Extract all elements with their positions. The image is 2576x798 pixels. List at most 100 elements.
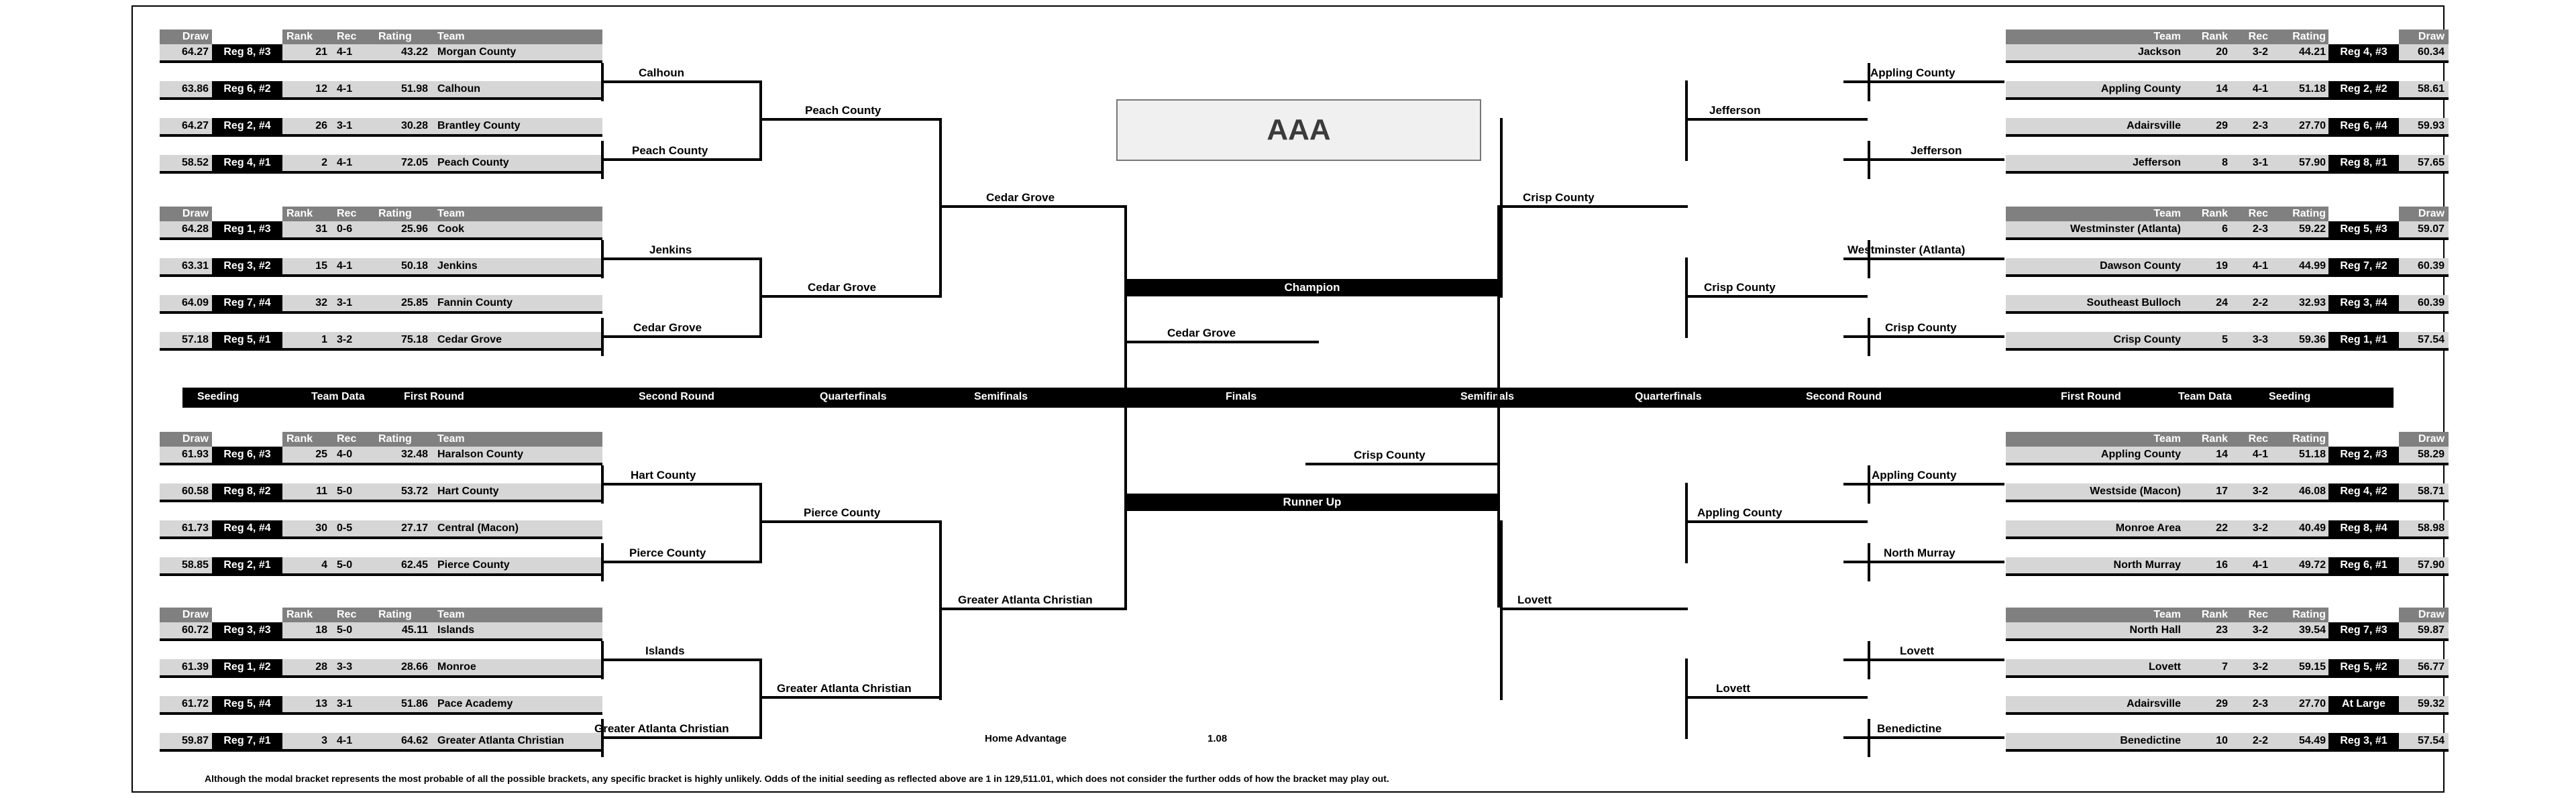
table-row[interactable]: 59.87 Reg 7, #1 3 4-1 64.62 Greater Atla…	[160, 733, 602, 752]
advance-label: Lovett	[1517, 593, 1552, 606]
advance-label: Crisp County	[1704, 281, 1776, 294]
cell-seed: Reg 2, #4	[212, 118, 282, 134]
table-row[interactable]: 61.39 Reg 1, #2 28 3-3 28.66 Monroe	[160, 659, 602, 678]
cell-draw: 57.54	[2417, 735, 2445, 746]
cell-seed: Reg 3, #4	[2328, 295, 2399, 311]
cell-rank: 24	[2216, 297, 2228, 308]
cell-team: Hart County	[437, 486, 499, 497]
table-row[interactable]: 61.72 Reg 5, #4 13 3-1 51.86 Pace Academ…	[160, 696, 602, 715]
col-rec: Rec	[337, 609, 357, 620]
table-row[interactable]: Benedictine 10 2-2 54.49 Reg 3, #1 57.54	[2006, 733, 2449, 752]
table-row[interactable]: 64.28 Reg 1, #3 31 0-6 25.96 Cook	[160, 221, 602, 240]
row-gap	[160, 100, 602, 118]
table-row[interactable]: Dawson County 19 4-1 44.99 Reg 7, #2 60.…	[2006, 258, 2449, 277]
cell-rank: 31	[315, 223, 327, 235]
table-row[interactable]: 58.85 Reg 2, #1 4 5-0 62.45 Pierce Count…	[160, 557, 602, 576]
advance-label: Greater Atlanta Christian	[594, 722, 729, 735]
bracket-connector	[1843, 258, 2004, 260]
cell-draw: 58.61	[2417, 83, 2445, 95]
cell-team: Monroe Area	[2115, 522, 2181, 534]
round-labels-bar: Seeding Team Data First Round Second Rou…	[182, 388, 2394, 408]
table-row[interactable]: Appling County 14 4-1 51.18 Reg 2, #3 58…	[2006, 447, 2449, 465]
cell-seed: Reg 2, #1	[212, 557, 282, 573]
table-row[interactable]: Jefferson 8 3-1 57.90 Reg 8, #1 57.65	[2006, 155, 2449, 174]
table-row[interactable]: Adairsville 29 2-3 27.70 Reg 6, #4 59.93	[2006, 118, 2449, 137]
table-row[interactable]: Westside (Macon) 17 3-2 46.08 Reg 4, #2 …	[2006, 483, 2449, 502]
cell-rating: 54.49	[2298, 735, 2326, 746]
cell-rating: 32.93	[2298, 297, 2326, 308]
table-row[interactable]: 63.86 Reg 6, #2 12 4-1 51.98 Calhoun	[160, 81, 602, 100]
cell-team: Central (Macon)	[437, 522, 519, 534]
table-header: Draw Rank Rec Rating Team	[160, 608, 602, 622]
table-row[interactable]: 61.73 Reg 4, #4 30 0-5 27.17 Central (Ma…	[160, 520, 602, 539]
cell-rec: 3-2	[337, 334, 353, 345]
table-row[interactable]: 60.58 Reg 8, #2 11 5-0 53.72 Hart County	[160, 483, 602, 502]
bracket-connector	[759, 659, 762, 739]
col-rank: Rank	[2201, 208, 2228, 219]
table-row[interactable]: Monroe Area 22 3-2 40.49 Reg 8, #4 58.98	[2006, 520, 2449, 539]
advance-label: Peach County	[805, 104, 881, 117]
table-row[interactable]: 63.31 Reg 3, #2 15 4-1 50.18 Jenkins	[160, 258, 602, 277]
table-row[interactable]: North Hall 23 3-2 39.54 Reg 7, #3 59.87	[2006, 622, 2449, 641]
cell-team: Southeast Bulloch	[2086, 297, 2181, 308]
table-row[interactable]: 57.18 Reg 5, #1 1 3-2 75.18 Cedar Grove	[160, 332, 602, 351]
cell-team: Adairsville	[2127, 698, 2181, 709]
table-row[interactable]: 64.09 Reg 7, #4 32 3-1 25.85 Fannin Coun…	[160, 295, 602, 314]
cell-rank: 14	[2216, 83, 2228, 95]
row-gap	[160, 641, 602, 659]
advance-label: Greater Atlanta Christian	[777, 682, 912, 695]
cell-rank: 22	[2216, 522, 2228, 534]
cell-rating: 40.49	[2298, 522, 2326, 534]
table-row[interactable]: Adairsville 29 2-3 27.70 At Large 59.32	[2006, 696, 2449, 715]
cell-seed: Reg 4, #1	[212, 155, 282, 171]
col-blank	[212, 432, 282, 447]
table-row[interactable]: 61.93 Reg 6, #3 25 4-0 32.48 Haralson Co…	[160, 447, 602, 465]
cell-team: Islands	[437, 624, 475, 636]
cell-draw: 59.87	[181, 735, 209, 746]
table-row[interactable]: North Murray 16 4-1 49.72 Reg 6, #1 57.9…	[2006, 557, 2449, 576]
cell-rating: 50.18	[400, 260, 428, 272]
advance-label: Crisp County	[1523, 191, 1595, 204]
col-rank: Rank	[2201, 433, 2228, 445]
cell-seed: Reg 1, #2	[212, 659, 282, 675]
cell-rec: 2-2	[2252, 297, 2268, 308]
row-gap	[160, 678, 602, 696]
table-row[interactable]: Jackson 20 3-2 44.21 Reg 4, #3 60.34	[2006, 44, 2449, 63]
row-gap	[2006, 277, 2449, 295]
col-rank: Rank	[286, 433, 313, 445]
cell-draw: 59.07	[2417, 223, 2445, 235]
cell-draw: 57.54	[2417, 334, 2445, 345]
home-advantage-label: Home Advantage	[985, 733, 1067, 744]
table-row[interactable]: Westminster (Atlanta) 6 2-3 59.22 Reg 5,…	[2006, 221, 2449, 240]
table-row[interactable]: Crisp County 5 3-3 59.36 Reg 1, #1 57.54	[2006, 332, 2449, 351]
cell-rank: 12	[315, 83, 327, 95]
cell-rec: 5-0	[337, 559, 353, 571]
cell-draw: 58.71	[2417, 486, 2445, 497]
cell-seed: At Large	[2328, 696, 2399, 712]
cell-draw: 59.93	[2417, 120, 2445, 131]
round-label-left-seeding: Seeding	[197, 391, 239, 402]
table-row[interactable]: 64.27 Reg 2, #4 26 3-1 30.28 Brantley Co…	[160, 118, 602, 137]
table-header: Draw Rank Rec Rating Team	[160, 207, 602, 221]
table-row[interactable]: Southeast Bulloch 24 2-2 32.93 Reg 3, #4…	[2006, 295, 2449, 314]
table-row[interactable]: 64.27 Reg 8, #3 21 4-1 43.22 Morgan Coun…	[160, 44, 602, 63]
table-row[interactable]: 60.72 Reg 3, #3 18 5-0 45.11 Islands	[160, 622, 602, 641]
cell-rec: 5-0	[337, 486, 353, 497]
col-rating: Rating	[2292, 609, 2326, 620]
table-row[interactable]: Appling County 14 4-1 51.18 Reg 2, #2 58…	[2006, 81, 2449, 100]
home-advantage-value: 1.08	[1208, 733, 1228, 744]
cell-rank: 30	[315, 522, 327, 534]
table-row[interactable]: 58.52 Reg 4, #1 2 4-1 72.05 Peach County	[160, 155, 602, 174]
bracket-connector	[759, 80, 762, 161]
col-draw: Draw	[182, 609, 209, 620]
table-header: Team Rank Rec Rating Draw	[2006, 432, 2449, 447]
cell-rating: 44.99	[2298, 260, 2326, 272]
row-gap	[160, 240, 602, 258]
advance-label: Greater Atlanta Christian	[958, 593, 1093, 606]
bracket-connector	[759, 696, 942, 699]
cell-team: Pace Academy	[437, 698, 513, 709]
cell-seed: Reg 3, #3	[212, 622, 282, 638]
cell-rating: 45.11	[401, 624, 428, 636]
table-row[interactable]: Lovett 7 3-2 59.15 Reg 5, #2 56.77	[2006, 659, 2449, 678]
round-label-right-teamdata: Team Data	[2178, 391, 2232, 402]
